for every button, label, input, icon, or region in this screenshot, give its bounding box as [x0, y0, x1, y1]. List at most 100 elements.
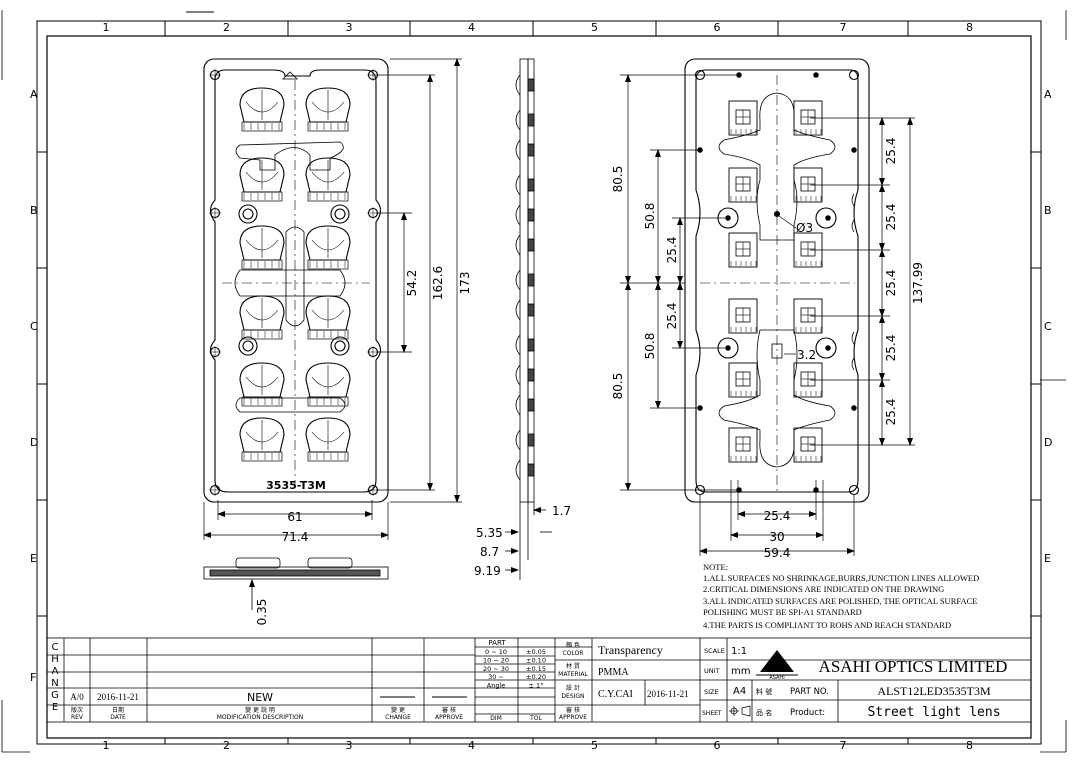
dim-slot: 3.2 — [797, 348, 816, 362]
tolerance-title: PART — [488, 639, 506, 647]
design-label-cn: 設 計 — [566, 684, 580, 692]
designer-value: C.Y.CAI — [598, 689, 633, 700]
border-column-label: 4 — [468, 21, 475, 34]
side-profile-bump — [515, 269, 521, 291]
lens-element — [305, 157, 351, 202]
tolerance-value: ±0.05 — [526, 648, 546, 656]
dim-5-35: 5.35 — [476, 526, 503, 540]
pin-point — [825, 345, 831, 351]
modification-value: NEW — [247, 691, 273, 704]
material-label-cn: 材 質 — [566, 662, 580, 670]
front-view — [203, 58, 389, 503]
approve2-label: APPROVE — [559, 714, 587, 721]
rev-value: A/0 — [70, 692, 84, 702]
border-row-label: F — [30, 671, 36, 684]
side-profile-bump — [515, 459, 521, 481]
border-row-label: A — [1044, 88, 1052, 101]
lens-element — [305, 225, 351, 270]
side-profile-bump — [515, 74, 521, 96]
date-label: DATE — [110, 714, 126, 721]
tolerance-range: 0 ~ 10 — [485, 648, 507, 656]
change-label-cn: 變 更 — [391, 706, 405, 714]
dim-9-19: 9.19 — [474, 564, 501, 578]
back-view — [684, 58, 870, 503]
border-row-label: D — [30, 436, 38, 449]
pin-point — [725, 345, 731, 351]
note-line-5: 4.THE PARTS IS COMPLIANT TO ROHS AND REA… — [703, 620, 951, 630]
lens-element — [239, 362, 285, 407]
dim-173: 173 — [458, 272, 472, 295]
notes: NOTE: 1.ALL SURFACES NO SHRINKAGE,BURRS,… — [703, 562, 979, 630]
border-row-label: E — [30, 552, 37, 565]
border-row-label: B — [30, 204, 38, 217]
tolerance-value: ±0.10 — [526, 656, 546, 664]
lens-element — [239, 295, 285, 340]
border-column-label: 1 — [103, 739, 110, 752]
border-column-label: 8 — [966, 21, 973, 34]
led-pad — [728, 100, 758, 136]
side-profile-bump — [515, 299, 521, 321]
side-profile-bump — [515, 109, 521, 131]
material-value: PMMA — [598, 667, 629, 678]
dim-hole-dia: Ø3 — [796, 221, 813, 235]
dim-8-7: 8.7 — [480, 545, 499, 559]
dim-137-99: 137.99 — [911, 262, 925, 304]
company-name: ASAHI OPTICS LIMITED — [819, 657, 1008, 676]
border-row-label: E — [1044, 552, 1051, 565]
dim-54-2: 54.2 — [405, 270, 419, 297]
dim-25-4-bottom: 25.4 — [764, 509, 791, 523]
design-date-value: 2016-11-21 — [647, 689, 689, 699]
date-label-cn: 日期 — [112, 706, 124, 714]
scale-value: 1:1 — [731, 646, 747, 657]
lens-element — [239, 87, 285, 132]
border-row-label: C — [1044, 320, 1052, 333]
tolerance-range: 30 ~ — [488, 673, 504, 681]
lens-element — [239, 157, 285, 202]
border-column-label: 4 — [468, 739, 475, 752]
rev-label: REV — [71, 714, 84, 721]
dim-30: 30 — [769, 530, 784, 544]
border-row-label: D — [1044, 436, 1052, 449]
rev-label-cn: 版次 — [71, 706, 83, 714]
title-block — [46, 637, 1032, 723]
tolerance-range: Angle — [487, 682, 506, 690]
side-profile-bump — [515, 174, 521, 196]
locating-boss — [330, 336, 350, 356]
dim-0-35: 0.35 — [255, 599, 269, 626]
dim-50-8-bottom: 50.8 — [643, 333, 657, 360]
dim-80-5-top: 80.5 — [611, 166, 625, 193]
lens-element — [305, 362, 351, 407]
locating-boss — [815, 337, 837, 359]
change-letter: C — [52, 642, 59, 653]
lens-element — [305, 295, 351, 340]
tol-label: TOL — [529, 715, 542, 722]
lens-element — [305, 417, 351, 462]
pin-point — [813, 72, 819, 78]
pin-point — [825, 215, 831, 221]
border-column-label: 5 — [591, 21, 598, 34]
color-label: COLOR — [563, 650, 584, 657]
side-profile-bump — [515, 429, 521, 451]
border-column-label: 7 — [840, 21, 847, 34]
note-line-1: 1.ALL SURFACES NO SHRINKAGE,BURRS,JUNCTI… — [703, 573, 979, 583]
border-column-label: 3 — [346, 739, 353, 752]
lens-element — [239, 225, 285, 270]
note-line-2: 2.CRITICAL DIMENSIONS ARE INDICATED ON T… — [703, 584, 944, 594]
tolerance-range: 10 ~ 20 — [483, 656, 509, 664]
locating-boss — [815, 207, 837, 229]
size-label: SIZE — [704, 688, 719, 696]
border-row-label: C — [30, 320, 38, 333]
part-no-value: ALST12LED3535T3M — [877, 684, 991, 698]
mod-label-cn: 變 更 說 明 — [245, 706, 275, 714]
led-pad — [728, 362, 758, 398]
border-column-label: 3 — [346, 21, 353, 34]
dim-25-4-left-top: 25.4 — [665, 237, 679, 264]
color-value: Transparency — [598, 643, 663, 657]
part-no-label: PART NO. — [790, 687, 829, 697]
change-letter: A — [52, 666, 59, 677]
dim-61: 61 — [287, 510, 302, 524]
sheet-label: SHEET — [702, 710, 722, 717]
border-column-label: 7 — [840, 739, 847, 752]
